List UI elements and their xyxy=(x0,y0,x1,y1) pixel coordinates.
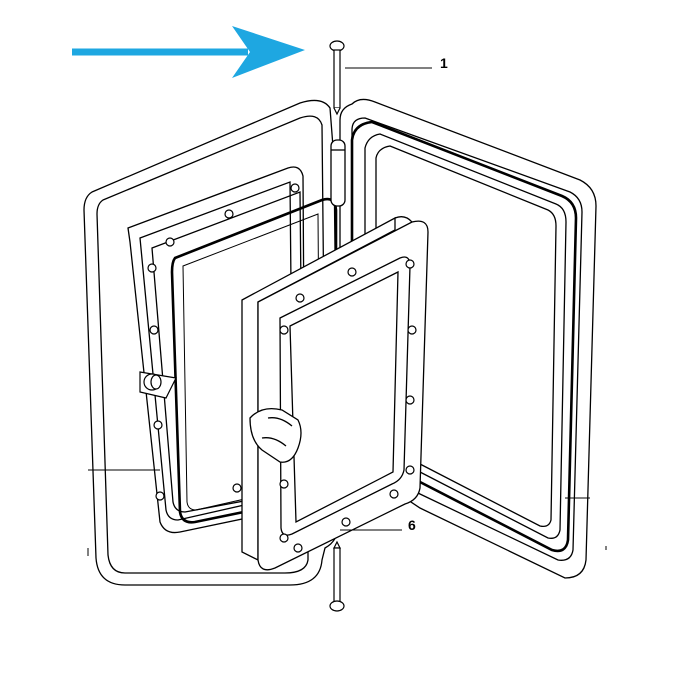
latch xyxy=(139,371,177,399)
right-arrow-icon xyxy=(72,26,305,78)
callout-label-6: 6 xyxy=(408,517,416,533)
hinge-pin-bottom xyxy=(329,540,345,612)
inner-frame xyxy=(241,216,429,571)
inner-frame-holes xyxy=(279,259,417,553)
callout-label-1: 1 xyxy=(440,55,448,71)
hinge-pin-top xyxy=(329,40,345,116)
leader-lines xyxy=(340,67,432,531)
